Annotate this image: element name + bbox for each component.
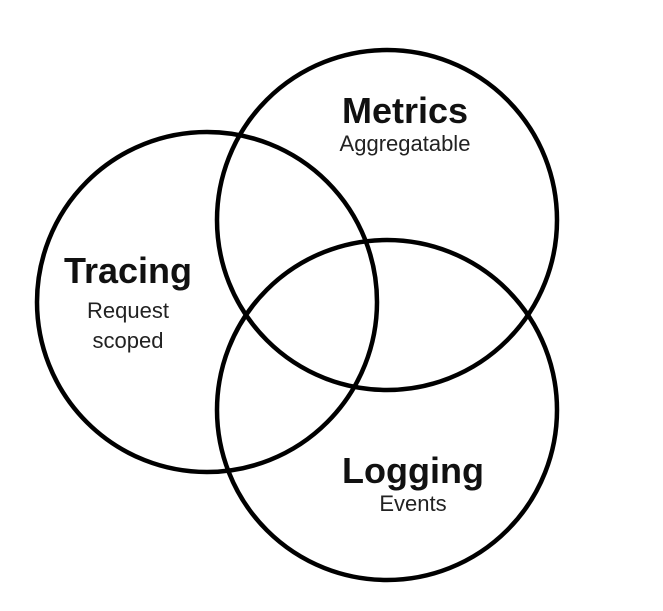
logging-title: Logging	[342, 450, 484, 491]
metrics-subtitle-line-1: Aggregatable	[340, 131, 471, 156]
metrics-title: Metrics	[342, 90, 468, 131]
logging-circle	[214, 237, 560, 583]
tracing-subtitle-line-1: Request	[87, 298, 169, 323]
logging-subtitle-line-1: Events	[379, 491, 446, 516]
tracing-circle	[34, 129, 380, 475]
metrics-circle	[214, 47, 560, 393]
tracing-subtitle-line-2: scoped	[93, 328, 164, 353]
tracing-title: Tracing	[64, 250, 192, 291]
